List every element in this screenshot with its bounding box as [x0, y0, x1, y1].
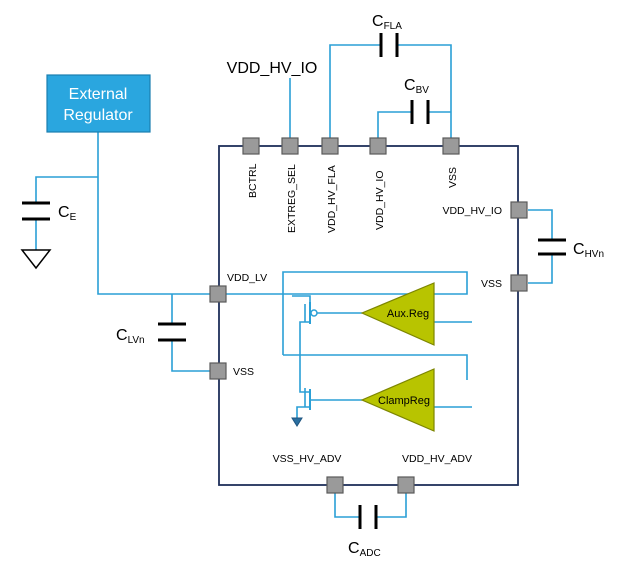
cap-label-bv: CBV	[404, 77, 429, 96]
wire-regulator-to-vdd-lv	[97, 132, 210, 295]
wire-cfla-right	[397, 44, 452, 138]
external-regulator-box	[46, 74, 151, 133]
pin-label-vdd-hv-io-right: VDD_HV_IO	[442, 205, 502, 217]
wire-cadc-right	[376, 492, 407, 518]
wire-chvn-bottom	[528, 254, 553, 284]
chip-outline	[218, 145, 519, 486]
pad-vdd-hv-adv	[397, 476, 415, 494]
pad-vss-top	[442, 137, 460, 155]
capacitor-plates	[22, 33, 566, 529]
pad-vdd-hv-io-top	[369, 137, 387, 155]
pad-vss-right	[510, 274, 528, 292]
external-regulator-line1: External	[69, 86, 128, 103]
wires	[35, 44, 553, 518]
pin-label-vss-left: VSS	[233, 366, 254, 378]
clamp-reg-label: ClampReg	[378, 395, 430, 407]
wire-nmos-source	[296, 406, 310, 418]
pin-label-vss-top: VSS	[447, 167, 459, 188]
pad-vdd-lv	[209, 285, 227, 303]
ground-icon	[20, 249, 52, 270]
pin-label-vss-hv-adv: VSS_HV_ADV	[273, 453, 342, 465]
pin-label-vdd-lv: VDD_LV	[227, 272, 267, 284]
wire-ce-top	[35, 176, 98, 203]
pad-vss-left	[209, 362, 227, 380]
pad-bctrl	[242, 137, 260, 155]
cap-label-e: CE	[58, 204, 77, 223]
pad-vdd-hv-io-right	[510, 201, 528, 219]
pin-label-vss-right: VSS	[481, 278, 502, 290]
pin-label-vdd-hv-adv: VDD_HV_ADV	[402, 453, 472, 465]
pad-extreg-sel	[281, 137, 299, 155]
cap-label-fla: CFLA	[372, 13, 402, 32]
wire-clvn-bottom	[171, 340, 210, 372]
aux-reg-label: Aux.Reg	[387, 308, 429, 320]
pin-label-bctrl: BCTRL	[247, 163, 259, 198]
wire-pmos-source	[292, 295, 311, 306]
wire-internal-clamp	[283, 354, 468, 380]
pin-label-extreg-sel: EXTREG_SEL	[286, 164, 298, 233]
wire-cadc-left	[334, 492, 360, 518]
pad-vss-hv-adv	[326, 476, 344, 494]
top-supply-label: VDD_HV_IO	[227, 60, 318, 77]
pads	[209, 137, 528, 494]
pin-label-vdd-hv-fla: VDD_HV_FLA	[326, 165, 338, 233]
cap-label-adc: CADC	[348, 540, 381, 559]
external-regulator-line2: Regulator	[63, 107, 133, 124]
wire-pmos-drain	[299, 321, 310, 380]
pmos-bubble-icon	[310, 309, 318, 317]
aux-reg-amplifier	[360, 282, 435, 346]
clamp-reg-amplifier	[360, 368, 435, 432]
wire-cbv-left	[377, 111, 412, 138]
wire-nmos-drain	[299, 380, 310, 393]
wire-chvn-top	[528, 209, 553, 240]
wire-internal-vdd-lv	[226, 271, 468, 355]
cap-label-hvn: CHVn	[573, 241, 604, 260]
pin-label-vdd-hv-io: VDD_HV_IO	[374, 170, 386, 230]
pad-vdd-hv-fla	[321, 137, 339, 155]
wire-cfla-left	[329, 44, 381, 138]
internal-ground-icon	[291, 417, 303, 427]
cap-label-lvn: CLVn	[116, 327, 145, 346]
